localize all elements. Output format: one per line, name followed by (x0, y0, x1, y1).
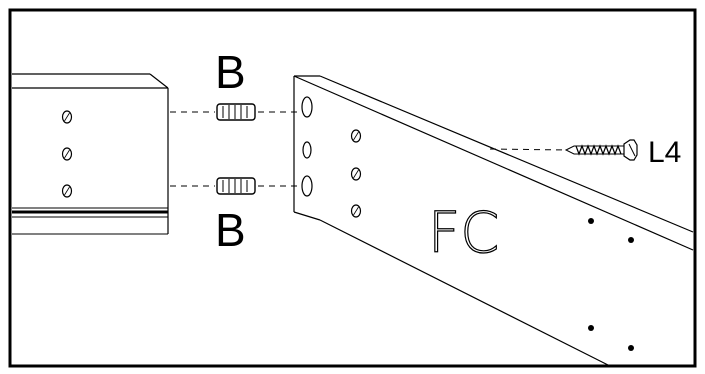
fc-panel: FC (293, 75, 694, 367)
fc-panel-holes (350, 129, 634, 351)
left-rail-panel (12, 73, 169, 235)
screw-icon (564, 139, 638, 161)
hole-icon (588, 325, 594, 331)
dowel-label-bottom: B (215, 204, 246, 256)
panel-mark: FC (428, 201, 499, 266)
alignment-lines (170, 111, 569, 187)
hole-icon (628, 237, 634, 243)
dowel-label-top: B (215, 46, 246, 98)
screw-label: L4 (648, 136, 681, 169)
dowel-icon (216, 177, 256, 195)
hole-icon (301, 175, 313, 197)
hole-icon (302, 141, 312, 159)
left-rail-holes (61, 110, 73, 198)
hole-icon (628, 345, 634, 351)
hole-icon (301, 96, 313, 118)
dowel-icon (216, 103, 256, 121)
hole-icon (588, 218, 594, 224)
